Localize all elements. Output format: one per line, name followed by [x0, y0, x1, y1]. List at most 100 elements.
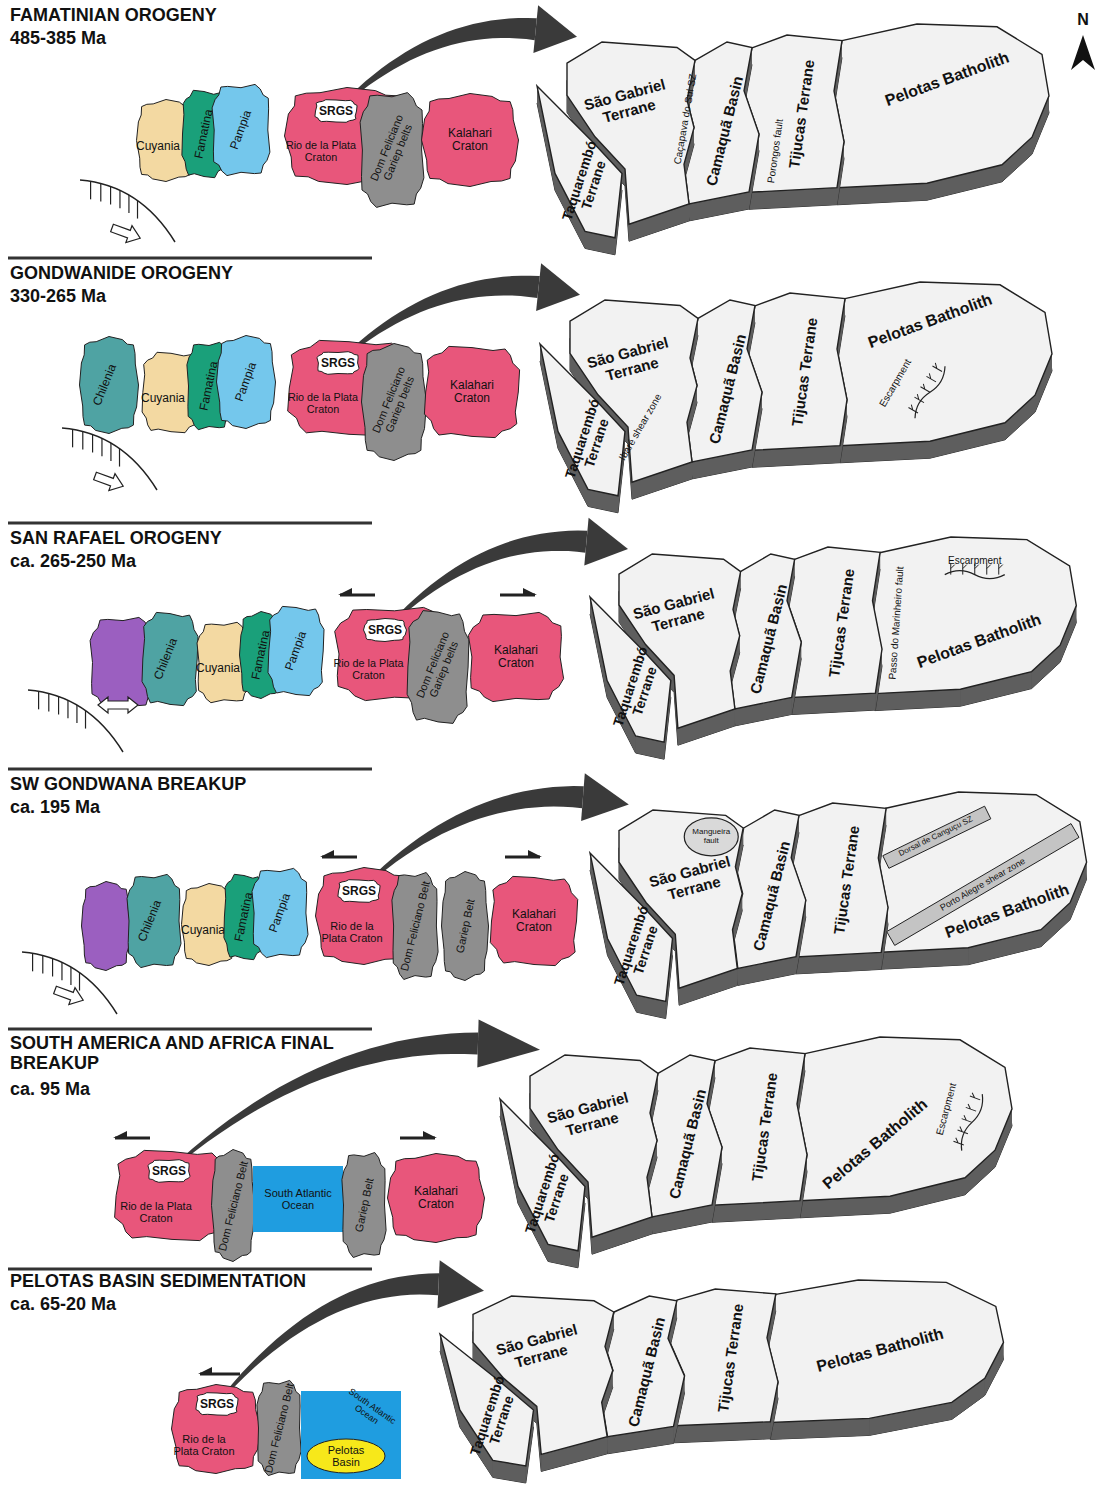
kinematic-arrowhead: [113, 1131, 127, 1138]
drawing-part: [360, 93, 424, 208]
subduction-tick: [79, 973, 80, 991]
drawing-part: [787, 547, 882, 698]
craton-block: Dom Feliciano Gariep belts: [360, 342, 428, 462]
terrane-block: Tijucas Terrane: [744, 35, 844, 209]
map-annotation: Mangueira fault: [688, 828, 734, 846]
subduction-tick: [90, 181, 91, 199]
terrane-block: Taquarembó Terrane: [440, 1334, 534, 1483]
craton-block: Rio de la Plata Craton SRGS: [170, 1383, 262, 1475]
srgs-area-label: SRGS: [319, 105, 353, 118]
craton-block: Dom Feliciano Gariep belts: [358, 90, 426, 210]
zoom-arrowhead: [584, 518, 628, 566]
drawing-part: [791, 803, 888, 957]
drawing-part: [364, 619, 407, 642]
kinematic-arrowhead: [523, 588, 537, 595]
kinematic-arrowhead: [528, 850, 542, 857]
srgs-area-label: SRGS: [152, 1165, 186, 1178]
subduction-tick: [52, 958, 53, 976]
drawing-part: [647, 1055, 722, 1217]
drawing-part: [80, 337, 139, 434]
craton-block-label: Rio de la Plata Craton: [169, 1433, 239, 1457]
motion-arrow: [92, 468, 126, 495]
subduction-tick: [32, 953, 33, 971]
craton-block: Chilenia: [78, 335, 140, 435]
srgs-area: SRGS: [362, 617, 408, 643]
craton-block: Dom Feliciano Gariep belts: [405, 608, 471, 726]
north-arrow: [1071, 35, 1095, 70]
srgs-area: SRGS: [194, 1391, 240, 1417]
zoom-arrow: [168, 1032, 478, 1171]
drawing-part: [172, 1385, 261, 1474]
panel-separator: [8, 1028, 372, 1031]
srgs-area-label: SRGS: [368, 624, 402, 637]
subduction-tick: [137, 201, 138, 219]
craton-block: Dom Feliciano Belt: [210, 1148, 256, 1263]
srgs-area: SRGS: [146, 1158, 192, 1184]
panel-heading: FAMATINIAN OROGENY: [10, 6, 217, 26]
craton-block-label: Kalahari Craton: [435, 127, 505, 153]
motion-arrow: [52, 982, 86, 1009]
terrane-block: Camaquã Basin: [730, 554, 801, 726]
craton-block: Kalahari Craton: [420, 92, 520, 188]
craton-block: Pampia: [215, 334, 277, 430]
drawing-part: [668, 1289, 778, 1426]
panel-heading: GONDWANIDE OROGENY: [10, 264, 233, 284]
subduction-tick: [42, 955, 43, 973]
panel-heading: PELOTAS BASIN SEDIMENTATION: [10, 1272, 306, 1292]
drawing-part: [252, 868, 308, 957]
subduction-tick: [100, 183, 101, 201]
srgs-area: SRGS: [313, 98, 359, 124]
terrane-block: Camaquã Basin: [684, 42, 759, 221]
zoom-arrowhead: [581, 773, 629, 821]
drawing-part: [834, 24, 1049, 188]
drawing-part: [684, 42, 759, 204]
subduction-tick: [72, 429, 73, 447]
drawing-part: [442, 872, 489, 981]
drawing-part: [127, 874, 181, 967]
craton-block: Chilenia: [125, 872, 183, 970]
panel-heading: 485-385 Ma: [10, 29, 106, 49]
craton-block: Pampia: [250, 866, 310, 960]
craton-block-label: Rio de la Plata Craton: [116, 1199, 196, 1223]
terrane-block: Taquarembó Terrane: [590, 597, 671, 759]
craton-block: Kalahari Craton: [488, 874, 580, 968]
craton-block-label: Cuyania: [136, 140, 180, 153]
drawing-part: [392, 873, 438, 980]
subduction-tick: [92, 434, 93, 452]
drawing-part: [733, 810, 806, 968]
craton-block: Gariep Belt: [440, 870, 490, 982]
drawing-part: [253, 1166, 343, 1232]
drawing-part: [317, 352, 359, 375]
drawing-part: [878, 792, 1087, 952]
zoom-arrowhead: [477, 1019, 540, 1067]
terrane-block: Tijucas Terrane: [747, 293, 847, 467]
kinematic-arrowhead: [198, 1367, 212, 1374]
craton-block: Pampia: [210, 82, 272, 178]
terrane-block: Taquarembó Terrane: [500, 1099, 585, 1268]
drawing-part: [388, 1154, 485, 1243]
drawing-part: [315, 100, 357, 123]
zoom-arrowhead: [536, 263, 580, 311]
subduction-zone: [28, 690, 123, 752]
drawing-part: [468, 612, 563, 701]
drawing-part: [212, 84, 270, 175]
panel-heading: ca. 195 Ma: [10, 798, 100, 818]
panel-heading: ca. 95 Ma: [10, 1080, 90, 1100]
panel-heading: ca. 265-250 Ma: [10, 552, 136, 572]
drawing-part: [268, 606, 324, 695]
panel-separator: [8, 257, 372, 260]
drawing-part: [196, 1393, 238, 1416]
craton-block-label: Rio de la Plata Craton: [281, 140, 361, 164]
drawing-part: [212, 1150, 255, 1262]
subduction-tick: [38, 691, 39, 709]
craton-block: Gariep Belt: [340, 1150, 388, 1260]
craton-block: Chilenia: [140, 610, 200, 708]
ocean-area: South Atlantic OceanPelotas Basin: [300, 1390, 402, 1480]
subduction-tick: [85, 711, 86, 729]
map-annotation: Escarpment: [948, 554, 1001, 565]
drawing-part: [744, 35, 844, 192]
panel-heading: ca. 65-20 Ma: [10, 1295, 116, 1315]
subduction-tick: [61, 962, 62, 980]
terrane-block: Camaquã Basin: [687, 300, 762, 479]
